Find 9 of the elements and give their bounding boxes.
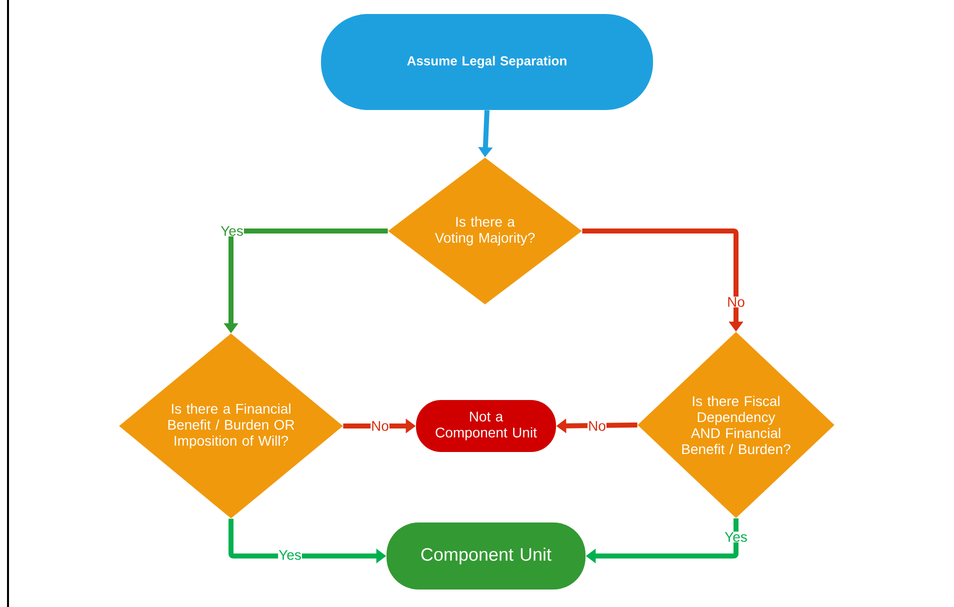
edge-label: No [370,420,390,432]
edge-label: No [726,296,746,308]
edge-label: Yes [278,550,302,560]
edge-label: Yes [220,226,244,236]
terminal-box: Not a Component Unit [416,400,556,452]
terminal-box: Component Unit [386,522,586,590]
edge-label: Yes [724,532,748,542]
terminal-box: Assume Legal Separation [321,14,653,110]
edge-label: No [588,420,606,432]
